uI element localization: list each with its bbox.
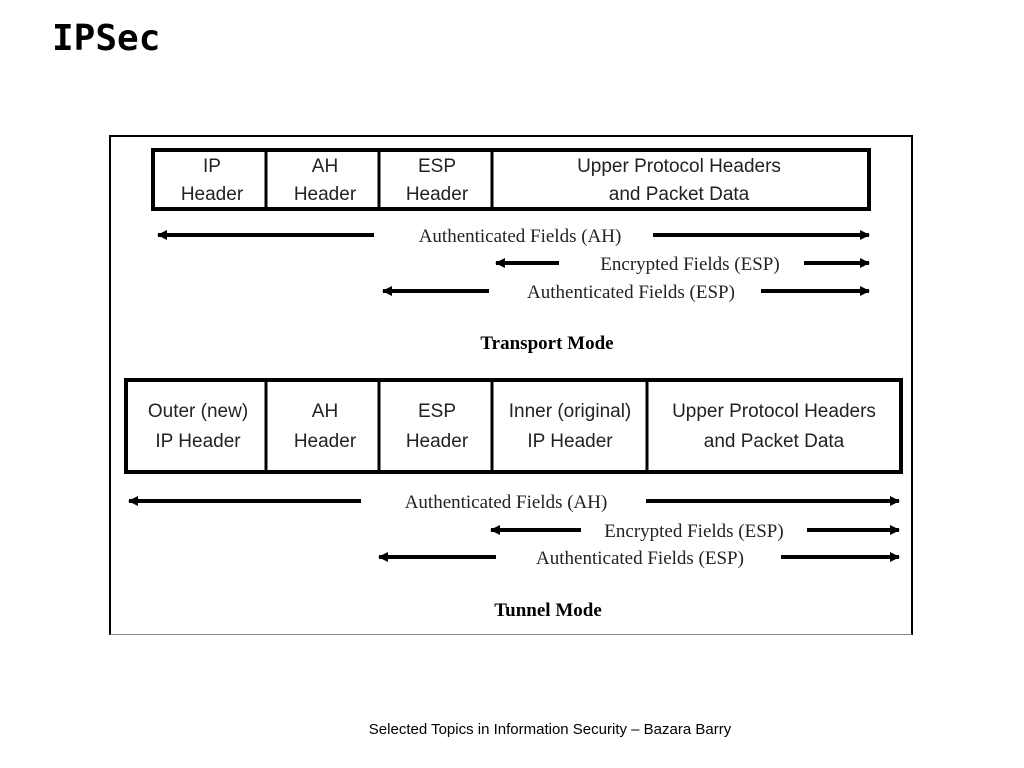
tunnel-cell-esp-header: ESP Header bbox=[406, 401, 469, 452]
cell-line: ESP bbox=[418, 156, 456, 177]
transport-cell-ip-header: IP Header bbox=[181, 156, 244, 205]
cell-line: Outer (new) bbox=[148, 401, 248, 422]
tunnel-cell-inner-ip-header: Inner (original) IP Header bbox=[509, 401, 632, 452]
ipsec-modes-figure: IP Header AH Header ESP Header Upper Pro… bbox=[109, 135, 913, 635]
arrow-label: Authenticated Fields (AH) bbox=[405, 492, 608, 513]
cell-line: Header bbox=[181, 184, 244, 205]
cell-line: Header bbox=[294, 431, 357, 452]
cell-line: Header bbox=[406, 431, 469, 452]
cell-line: Inner (original) bbox=[509, 401, 632, 422]
arrow-label: Authenticated Fields (ESP) bbox=[527, 282, 735, 303]
tunnel-arrow-encrypted-esp: Encrypted Fields (ESP) bbox=[490, 521, 900, 542]
transport-arrow-auth-ah: Authenticated Fields (AH) bbox=[157, 226, 870, 247]
arrow-label: Authenticated Fields (AH) bbox=[419, 226, 622, 247]
transport-arrow-encrypted-esp: Encrypted Fields (ESP) bbox=[495, 254, 870, 275]
tunnel-cell-ah-header: AH Header bbox=[294, 401, 357, 452]
ipsec-diagram: IP Header AH Header ESP Header Upper Pro… bbox=[124, 148, 903, 621]
tunnel-arrow-auth-ah: Authenticated Fields (AH) bbox=[128, 492, 900, 513]
transport-cell-ah-header: AH Header bbox=[294, 156, 357, 205]
cell-line: IP Header bbox=[527, 431, 613, 452]
cell-line: AH bbox=[312, 156, 338, 177]
cell-line: Header bbox=[406, 184, 469, 205]
transport-packet-outline bbox=[151, 148, 871, 211]
slide-footer: Selected Topics in Information Security … bbox=[368, 721, 732, 738]
tunnel-packet-outline bbox=[124, 378, 903, 474]
tunnel-cell-outer-ip-header: Outer (new) IP Header bbox=[148, 401, 248, 452]
arrow-label: Encrypted Fields (ESP) bbox=[604, 521, 783, 542]
cell-line: AH bbox=[312, 401, 338, 422]
cell-line: and Packet Data bbox=[704, 431, 845, 452]
tunnel-packet: Outer (new) IP Header AH Header ESP Head… bbox=[124, 378, 903, 474]
transport-arrow-auth-esp: Authenticated Fields (ESP) bbox=[382, 282, 870, 303]
transport-cell-upper-protocol: Upper Protocol Headers and Packet Data bbox=[577, 156, 781, 205]
cell-line: Header bbox=[294, 184, 357, 205]
tunnel-mode-label: Tunnel Mode bbox=[494, 600, 602, 621]
arrow-label: Encrypted Fields (ESP) bbox=[600, 254, 779, 275]
cell-line: Upper Protocol Headers bbox=[672, 401, 876, 422]
transport-packet: IP Header AH Header ESP Header Upper Pro… bbox=[151, 148, 871, 211]
cell-line: and Packet Data bbox=[609, 184, 750, 205]
cell-line: IP Header bbox=[155, 431, 241, 452]
transport-mode-label: Transport Mode bbox=[480, 333, 613, 354]
cell-line: Upper Protocol Headers bbox=[577, 156, 781, 177]
cell-line: ESP bbox=[418, 401, 456, 422]
tunnel-arrow-auth-esp: Authenticated Fields (ESP) bbox=[378, 548, 900, 569]
slide-title: IPSec bbox=[52, 18, 161, 59]
arrow-label: Authenticated Fields (ESP) bbox=[536, 548, 744, 569]
tunnel-cell-upper-protocol: Upper Protocol Headers and Packet Data bbox=[672, 401, 876, 452]
transport-cell-esp-header: ESP Header bbox=[406, 156, 469, 205]
cell-line: IP bbox=[203, 156, 221, 177]
